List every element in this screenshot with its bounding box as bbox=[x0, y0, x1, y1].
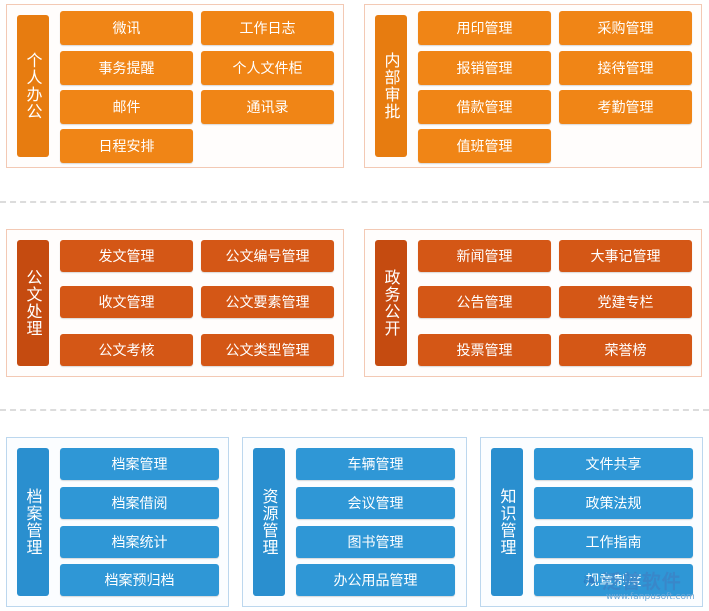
menu-item[interactable]: 车辆管理 bbox=[296, 448, 455, 480]
menu-item[interactable]: 事务提醒 bbox=[60, 51, 193, 85]
leaf-icon: ❧ bbox=[582, 568, 599, 592]
group-title: 个人办公 bbox=[17, 15, 49, 157]
menu-item[interactable]: 公文考核 bbox=[60, 334, 193, 366]
menu-item[interactable]: 图书管理 bbox=[296, 526, 455, 558]
dashed-divider bbox=[0, 409, 709, 411]
group-title: 政务公开 bbox=[375, 240, 407, 366]
menu-item[interactable]: 微讯 bbox=[60, 11, 193, 45]
group-archives: 档案管理 档案管理 档案借阅 档案统计 档案预归档 bbox=[6, 437, 229, 607]
group-title: 资源管理 bbox=[253, 448, 285, 596]
menu-item[interactable]: 邮件 bbox=[60, 90, 193, 124]
menu-item[interactable]: 发文管理 bbox=[60, 240, 193, 272]
group-title: 知识管理 bbox=[491, 448, 523, 596]
dashed-divider bbox=[0, 201, 709, 203]
menu-item[interactable]: 用印管理 bbox=[418, 11, 551, 45]
group-personal-office: 个人办公 微讯 工作日志 事务提醒 个人文件柜 邮件 通讯录 日程安排 bbox=[6, 4, 344, 168]
menu-item[interactable]: 考勤管理 bbox=[559, 90, 692, 124]
menu-item[interactable]: 文件共享 bbox=[534, 448, 693, 480]
menu-item[interactable]: 个人文件柜 bbox=[201, 51, 334, 85]
menu-item[interactable]: 公文要素管理 bbox=[201, 286, 334, 318]
menu-item[interactable]: 办公用品管理 bbox=[296, 564, 455, 596]
menu-item[interactable]: 规章制度 bbox=[534, 564, 693, 596]
watermark-url: www.fanpusoft.com bbox=[606, 591, 695, 602]
menu-item[interactable]: 政策法规 bbox=[534, 487, 693, 519]
group-title: 公文处理 bbox=[17, 240, 49, 366]
menu-item[interactable]: 荣誉榜 bbox=[559, 334, 692, 366]
menu-item[interactable]: 接待管理 bbox=[559, 51, 692, 85]
menu-item[interactable]: 工作日志 bbox=[201, 11, 334, 45]
menu-item[interactable]: 党建专栏 bbox=[559, 286, 692, 318]
group-government-affairs: 政务公开 新闻管理 大事记管理 公告管理 党建专栏 投票管理 荣誉榜 bbox=[364, 229, 702, 377]
menu-item[interactable]: 工作指南 bbox=[534, 526, 693, 558]
menu-item[interactable]: 新闻管理 bbox=[418, 240, 551, 272]
group-document-handling: 公文处理 发文管理 公文编号管理 收文管理 公文要素管理 公文考核 公文类型管理 bbox=[6, 229, 344, 377]
group-title: 内部审批 bbox=[375, 15, 407, 157]
menu-item[interactable]: 公文类型管理 bbox=[201, 334, 334, 366]
menu-item[interactable]: 日程安排 bbox=[60, 129, 193, 163]
menu-item[interactable]: 档案借阅 bbox=[60, 487, 219, 519]
menu-item[interactable]: 大事记管理 bbox=[559, 240, 692, 272]
menu-item[interactable]: 报销管理 bbox=[418, 51, 551, 85]
brand-watermark: ❧ 泛普软件 www.fanpusoft.com bbox=[582, 564, 707, 604]
menu-item[interactable]: 采购管理 bbox=[559, 11, 692, 45]
group-knowledge: 知识管理 文件共享 政策法规 工作指南 规章制度 bbox=[480, 437, 703, 607]
menu-item[interactable]: 值班管理 bbox=[418, 129, 551, 163]
menu-item[interactable]: 借款管理 bbox=[418, 90, 551, 124]
menu-item[interactable]: 公文编号管理 bbox=[201, 240, 334, 272]
group-internal-approval: 内部审批 用印管理 采购管理 报销管理 接待管理 借款管理 考勤管理 值班管理 bbox=[364, 4, 702, 168]
watermark-brand: 泛普软件 bbox=[601, 570, 682, 593]
group-title: 档案管理 bbox=[17, 448, 49, 596]
menu-item[interactable]: 档案管理 bbox=[60, 448, 219, 480]
menu-item[interactable]: 公告管理 bbox=[418, 286, 551, 318]
menu-item[interactable]: 档案预归档 bbox=[60, 564, 219, 596]
menu-item[interactable]: 会议管理 bbox=[296, 487, 455, 519]
menu-item[interactable]: 通讯录 bbox=[201, 90, 334, 124]
group-resources: 资源管理 车辆管理 会议管理 图书管理 办公用品管理 bbox=[242, 437, 467, 607]
menu-item[interactable]: 投票管理 bbox=[418, 334, 551, 366]
menu-item[interactable]: 档案统计 bbox=[60, 526, 219, 558]
menu-item[interactable]: 收文管理 bbox=[60, 286, 193, 318]
